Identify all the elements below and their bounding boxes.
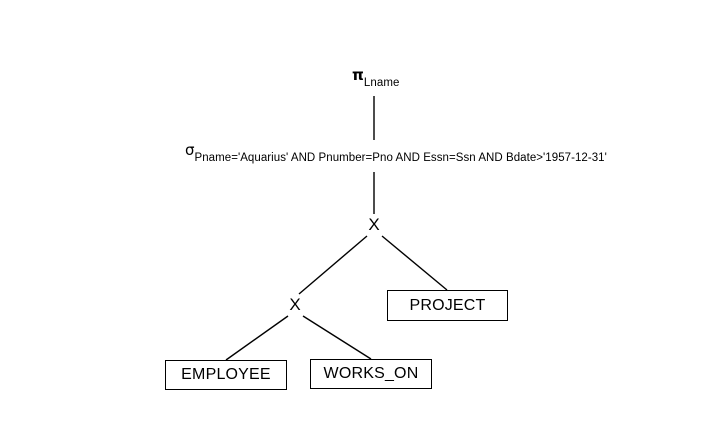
edge-cross-bottom-to-employee xyxy=(225,315,289,361)
projection-attribute-list: Lname xyxy=(363,77,400,89)
cross-product-node-top: X xyxy=(368,215,380,234)
edge-cross-top-to-cross-bottom xyxy=(298,235,368,295)
relation-box-employee: EMPLOYEE xyxy=(165,360,287,390)
selection-node: σPname='Aquarius' AND Pnumber=Pno AND Es… xyxy=(185,141,607,164)
pi-projection-icon: π xyxy=(352,66,364,84)
sigma-selection-icon: σ xyxy=(185,141,195,159)
edge-cross-top-to-project xyxy=(381,235,448,291)
relation-box-works-on: WORKS_ON xyxy=(310,359,432,389)
selection-condition: Pname='Aquarius' AND Pnumber=Pno AND Ess… xyxy=(194,152,607,164)
projection-node: πLname xyxy=(352,66,400,89)
edge-cross-bottom-to-works-on xyxy=(302,315,372,360)
relation-box-project: PROJECT xyxy=(387,290,508,321)
cross-product-node-bottom: X xyxy=(289,295,301,314)
